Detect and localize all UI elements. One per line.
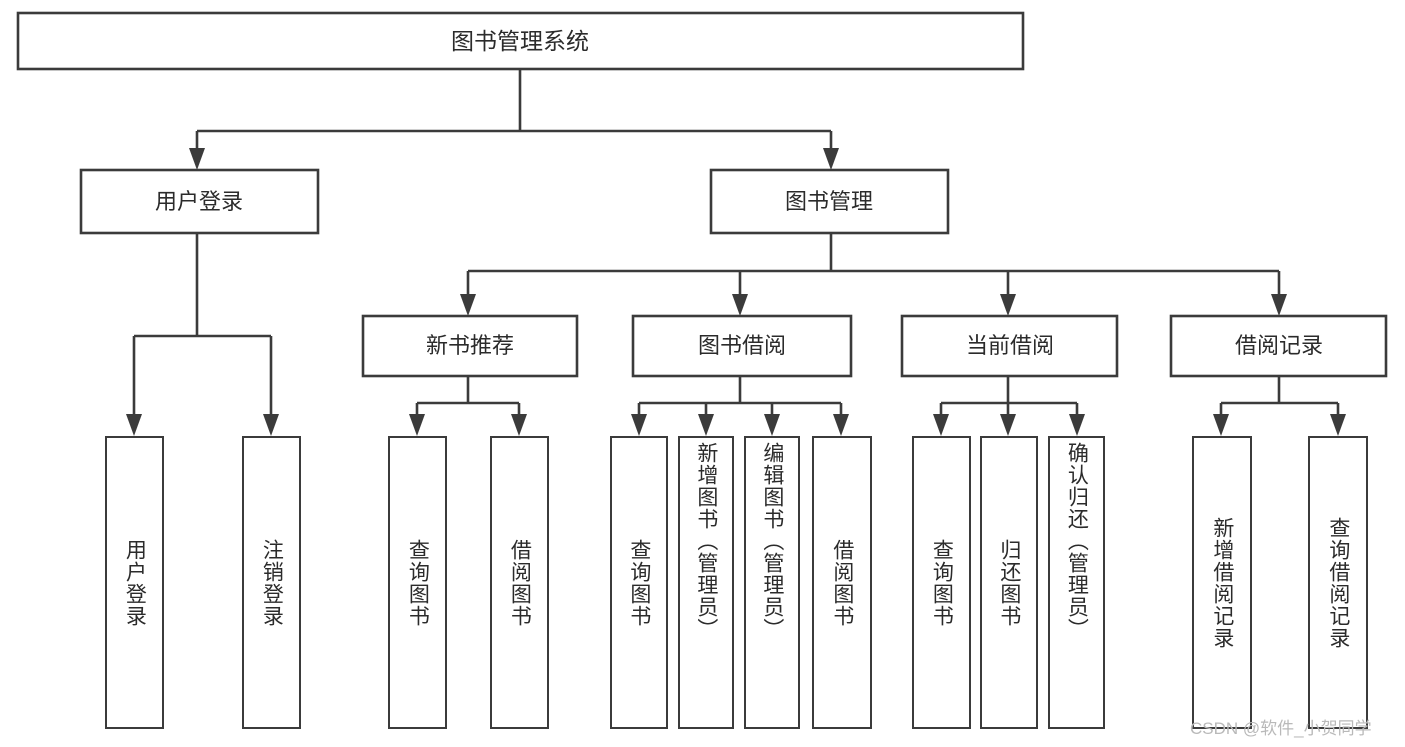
leaf-query-book-newrec-label: 查询图书: [406, 538, 430, 627]
leaf-add-book-admin[interactable]: 新增图书（管理员）: [678, 436, 734, 729]
node-root-system[interactable]: 图书管理系统: [16, 11, 1025, 71]
leaf-confirm-return-admin[interactable]: 确认归还（管理员）: [1048, 436, 1105, 729]
node-book-management-label: 图书管理: [785, 189, 873, 214]
connector-borrowrecord-to-leaves: [1213, 376, 1346, 436]
connector-bookborrow-to-leaves: [631, 376, 849, 436]
leaf-confirm-return-admin-label: 确认归还（管理员）: [1065, 442, 1089, 640]
leaf-edit-book-admin-label: 编辑图书（管理员）: [760, 442, 784, 640]
node-book-management[interactable]: 图书管理: [709, 168, 950, 235]
node-borrow-record[interactable]: 借阅记录: [1169, 314, 1388, 378]
node-new-book-recommend-label: 新书推荐: [426, 333, 514, 358]
node-current-borrow[interactable]: 当前借阅: [900, 314, 1119, 378]
connector-userlogin-to-leaves: [126, 233, 279, 436]
leaf-borrow-book[interactable]: 借阅图书: [812, 436, 872, 729]
leaf-logout[interactable]: 注销登录: [242, 436, 301, 729]
connector-root-to-level2: [189, 69, 839, 170]
leaf-add-borrow-record[interactable]: 新增借阅记录: [1192, 436, 1252, 729]
leaf-query-book-current[interactable]: 查询图书: [912, 436, 971, 729]
node-book-borrow-label: 图书借阅: [698, 333, 786, 358]
leaf-query-borrow-record-label: 查询借阅记录: [1326, 516, 1350, 649]
connector-bookmgmt-to-level3: [460, 233, 1287, 316]
leaf-borrow-book-newrec-label: 借阅图书: [508, 538, 532, 627]
node-current-borrow-label: 当前借阅: [966, 333, 1054, 358]
leaf-return-book-label: 归还图书: [997, 538, 1021, 627]
node-user-login-label: 用户登录: [155, 189, 243, 214]
connector-currentborrow-to-leaves: [933, 376, 1085, 436]
leaf-return-book[interactable]: 归还图书: [980, 436, 1038, 729]
node-root-label: 图书管理系统: [451, 28, 589, 54]
leaf-query-book-newrec[interactable]: 查询图书: [388, 436, 447, 729]
node-book-borrow[interactable]: 图书借阅: [631, 314, 853, 378]
leaf-user-login[interactable]: 用户登录: [105, 436, 164, 729]
leaf-borrow-book-newrec[interactable]: 借阅图书: [490, 436, 549, 729]
leaf-query-book-borrow-label: 查询图书: [627, 538, 651, 627]
leaf-query-book-current-label: 查询图书: [930, 538, 954, 627]
leaf-logout-label: 注销登录: [260, 538, 284, 627]
node-user-login[interactable]: 用户登录: [79, 168, 320, 235]
node-borrow-record-label: 借阅记录: [1235, 333, 1323, 358]
leaf-query-borrow-record[interactable]: 查询借阅记录: [1308, 436, 1368, 729]
node-new-book-recommend[interactable]: 新书推荐: [361, 314, 579, 378]
leaf-user-login-label: 用户登录: [123, 538, 147, 627]
leaf-add-borrow-record-label: 新增借阅记录: [1210, 516, 1234, 649]
leaf-edit-book-admin[interactable]: 编辑图书（管理员）: [744, 436, 800, 729]
leaf-add-book-admin-label: 新增图书（管理员）: [694, 442, 718, 640]
leaf-borrow-book-label: 借阅图书: [830, 538, 854, 627]
leaf-query-book-borrow[interactable]: 查询图书: [610, 436, 668, 729]
connector-newbook-to-leaves: [409, 376, 527, 436]
